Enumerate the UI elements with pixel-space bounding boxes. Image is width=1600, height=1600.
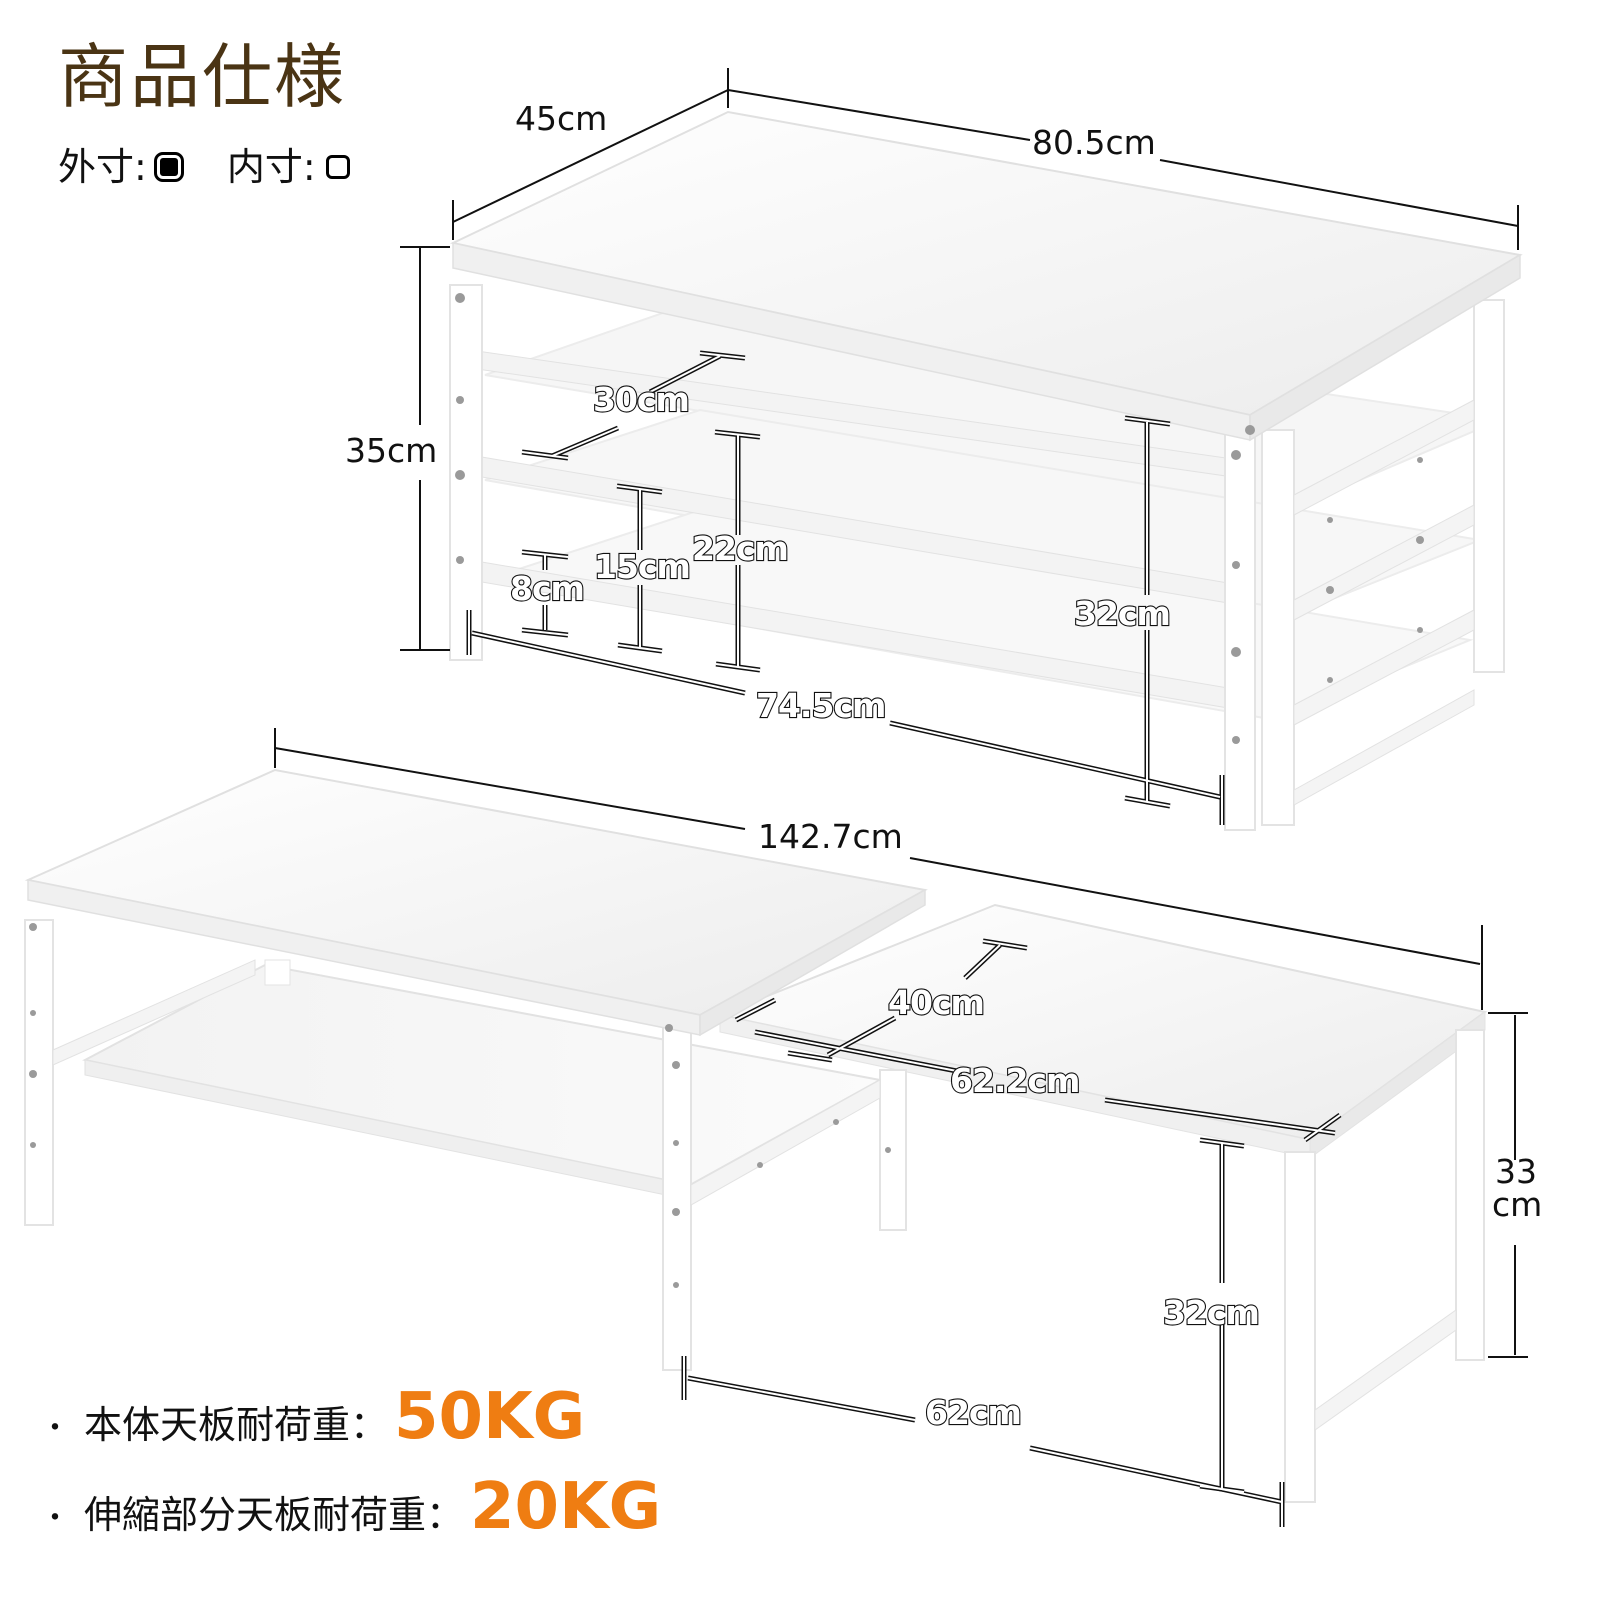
clearance-22-label: 22cm xyxy=(692,529,788,568)
extension-width-label: 62.2cm xyxy=(950,1061,1079,1100)
upper-inner-width-label: 74.5cm xyxy=(756,686,885,725)
clearance-15-label: 15cm xyxy=(594,547,690,586)
extension-depth-label: 40cm xyxy=(888,983,984,1022)
lower-inner-height-label: 32cm xyxy=(1163,1293,1259,1332)
load-capacity-extension: ・ 伸縮部分天板耐荷重： 20KG xyxy=(40,1475,661,1539)
load-value: 50KG xyxy=(394,1380,586,1454)
upper-width-label: 80.5cm xyxy=(1032,123,1156,162)
screw-dots xyxy=(29,923,891,1288)
extended-width-label: 142.7cm xyxy=(758,817,903,856)
upper-outer-dimension-lines xyxy=(400,68,1519,651)
clearance-8-label: 8cm xyxy=(510,569,584,608)
filled-square-icon xyxy=(153,152,184,182)
lower-height-value: 33 xyxy=(1495,1152,1537,1191)
load-label: 伸縮部分天板耐荷重： xyxy=(84,1493,465,1537)
load-label: 本体天板耐荷重： xyxy=(84,1403,389,1447)
load-capacity-main: ・ 本体天板耐荷重： 50KG xyxy=(40,1385,661,1449)
load-value: 20KG xyxy=(470,1470,662,1544)
screw-dots xyxy=(455,293,1424,744)
lower-inner-dimension-lines xyxy=(681,938,1342,1527)
lower-stand-illustration xyxy=(24,768,1488,1503)
lower-outer-dimension-lines xyxy=(274,728,1528,1358)
outer-dimension-label: 外寸: xyxy=(58,145,147,189)
dimension-legend: 外寸: 内寸: xyxy=(58,148,350,186)
upper-stand-illustration xyxy=(449,110,1523,831)
upper-inner-dimension-lines xyxy=(466,350,1225,825)
lower-height-unit: cm xyxy=(1492,1185,1542,1224)
upper-depth-label: 45cm xyxy=(515,99,607,138)
upper-inner-height-label: 32cm xyxy=(1074,594,1170,633)
hollow-square-icon xyxy=(325,155,350,179)
bullet-icon: ・ xyxy=(40,1501,70,1536)
shelf-depth-label: 30cm xyxy=(593,380,689,419)
lower-inner-width-label: 62cm xyxy=(925,1393,1021,1432)
upper-height-label: 35cm xyxy=(345,431,437,470)
page-title: 商品仕様 xyxy=(58,36,346,118)
load-capacity-list: ・ 本体天板耐荷重： 50KG ・ 伸縮部分天板耐荷重： 20KG xyxy=(40,1385,661,1565)
inner-dimension-label: 内寸: xyxy=(226,145,316,189)
bullet-icon: ・ xyxy=(40,1411,70,1446)
